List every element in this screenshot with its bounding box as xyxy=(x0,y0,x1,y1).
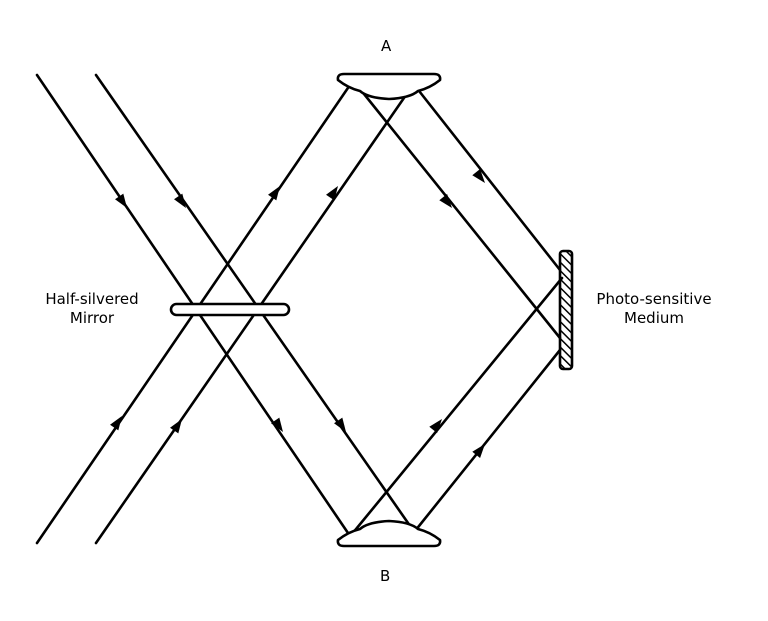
lens-a xyxy=(336,72,442,101)
mirror-label: Half-silvered Mirror xyxy=(37,290,147,328)
half-silvered-mirror xyxy=(169,302,291,317)
medium-label: Photo-sensitive Medium xyxy=(588,290,720,328)
arrow-head-2 xyxy=(174,193,186,208)
lens-b-label: B xyxy=(380,567,391,585)
arrow-head-3 xyxy=(271,417,283,432)
medium-label-line1: Photo-sensitive xyxy=(596,290,712,308)
ray-a-to-medium-1 xyxy=(354,82,562,340)
arrow-head-11 xyxy=(429,419,442,434)
arrow-head-4 xyxy=(334,417,346,432)
arrow-head-10 xyxy=(439,193,452,208)
arrow-head-6 xyxy=(170,419,182,434)
lens-a-label: A xyxy=(381,37,392,55)
ray-b-to-medium-2 xyxy=(409,348,562,538)
photo-sensitive-medium xyxy=(558,249,574,371)
medium-label-line2: Medium xyxy=(624,309,684,327)
ray-b-to-medium-1 xyxy=(350,276,564,536)
arrow-head-12 xyxy=(472,444,485,459)
arrow-head-1 xyxy=(115,193,127,208)
mirror-label-line2: Mirror xyxy=(69,309,115,327)
arrow-head-7 xyxy=(268,186,280,201)
arrow-head-8 xyxy=(326,186,338,201)
mirror-label-line1: Half-silvered xyxy=(45,290,139,308)
lens-b xyxy=(336,519,442,548)
ray-a-to-medium-2 xyxy=(410,80,562,272)
arrow-head-5 xyxy=(110,416,122,431)
arrow-head-9 xyxy=(472,168,485,183)
